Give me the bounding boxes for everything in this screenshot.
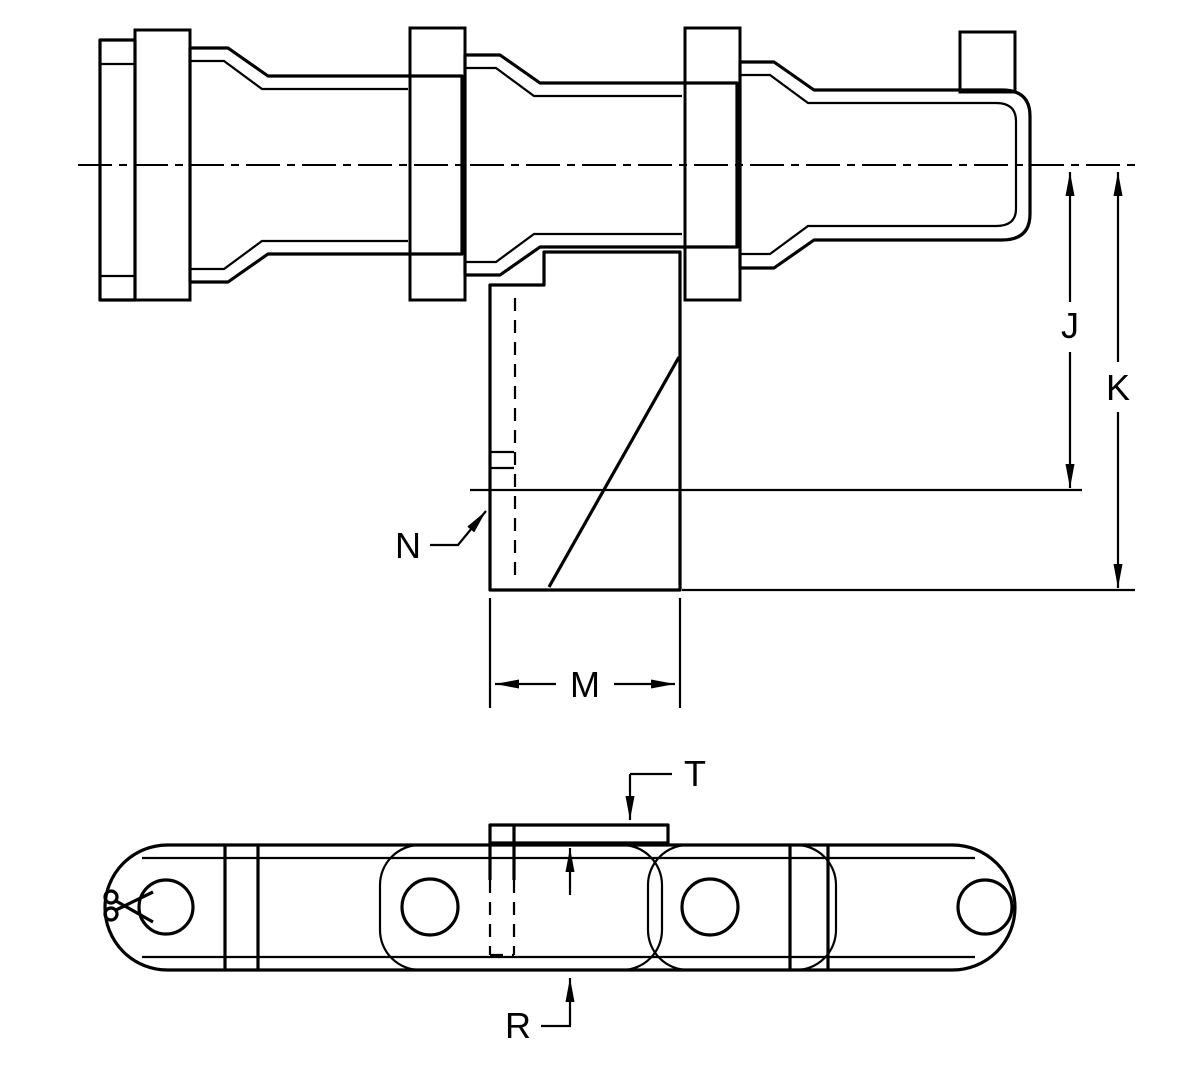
gusset-edge-line <box>547 356 681 588</box>
sidebar-plate-a <box>378 843 664 972</box>
link-plate-1-inner-contour-bottom <box>190 239 408 271</box>
dimension-label-n: N <box>395 525 421 566</box>
cotter-pin-loop <box>103 889 119 905</box>
sidebar-plate-b <box>646 843 838 972</box>
dimension-label-k: K <box>1106 367 1130 408</box>
pin-head-circle <box>956 878 1014 936</box>
cotter-pin-icon <box>103 889 154 924</box>
pin-end-cap <box>98 38 137 302</box>
chain-pin-4-tab <box>958 30 1017 94</box>
cotter-pin-loop <box>103 906 119 922</box>
plan-view: T R <box>103 753 1017 1046</box>
side-elevation-view: J K M N <box>78 26 1136 708</box>
dimension-label-j: J <box>1061 305 1079 346</box>
pin-head-circle <box>137 878 195 936</box>
link-plate-2-inner-contour-top <box>465 66 682 98</box>
attachment-flange-edge <box>488 823 670 845</box>
link-plate-2-inner-contour-bottom <box>465 232 682 264</box>
roller-circle <box>400 877 460 937</box>
roller-circle <box>680 877 740 937</box>
chain-pin-2 <box>408 26 467 302</box>
attachment-lug-plate <box>488 250 682 592</box>
cotter-pin-leg <box>115 899 154 924</box>
dimension-label-m: M <box>570 664 600 705</box>
dimension-label-r: R <box>505 1005 531 1046</box>
chain-plan-outline <box>103 843 1017 972</box>
dimension-label-t: T <box>684 753 706 794</box>
r-leader-line <box>541 978 575 1028</box>
n-leader-line <box>430 510 487 547</box>
link-plate-1-inner-contour-top <box>190 59 408 91</box>
cotter-pin-leg <box>115 890 154 912</box>
